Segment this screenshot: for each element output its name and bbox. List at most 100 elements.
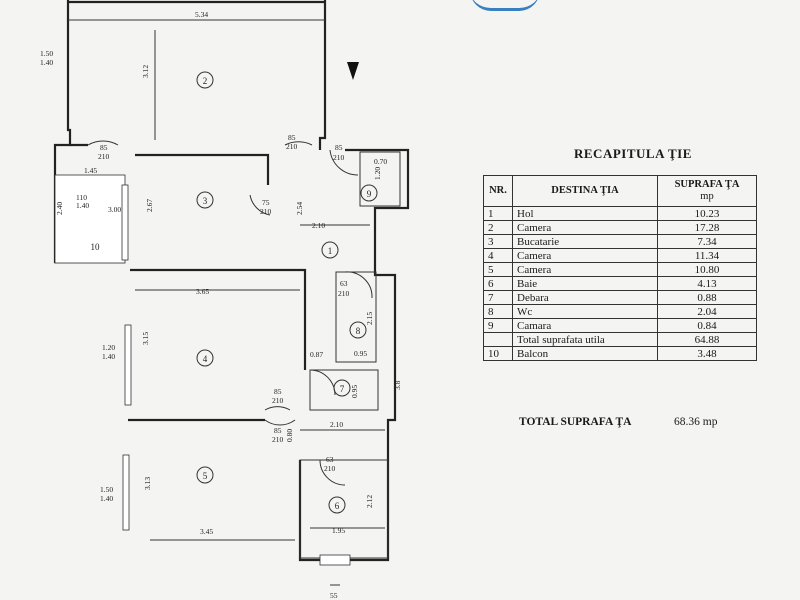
room-number-5: 5 — [203, 471, 208, 481]
dim-label: 85 — [274, 387, 282, 396]
room-marker — [196, 191, 214, 209]
dim-label: 55 — [330, 591, 338, 600]
dim-label: 1.40 — [102, 352, 115, 361]
room-number-4: 4 — [203, 354, 208, 364]
dim-label: 210 — [260, 207, 272, 216]
room-marker — [321, 241, 339, 259]
recap-header-row: NR. DESTINA ŢIA SUPRAFA ŢA mp — [483, 175, 757, 207]
row-nr: 9 — [483, 318, 513, 333]
window — [121, 184, 129, 261]
dim-label: 1.20 — [373, 167, 382, 180]
dim-label: 5.34 — [195, 10, 208, 19]
dim-label: 2.40 — [55, 202, 64, 215]
dim-label: 210 — [272, 396, 284, 405]
dim-label: 75 — [262, 198, 270, 207]
row-destinatie: Camera — [512, 248, 658, 263]
row-suprafata: 17.28 — [657, 220, 757, 235]
dim-label: 1.95 — [332, 526, 345, 535]
dim-label: 1.50 — [40, 49, 53, 58]
wall-room7 — [309, 369, 379, 411]
door-arc — [329, 149, 359, 176]
dim-label: 1.20 — [102, 343, 115, 352]
row-suprafata: 10.80 — [657, 262, 757, 277]
total-label: TOTAL SUPRAFA ŢA — [519, 416, 632, 428]
row-suprafata: 7.34 — [657, 234, 757, 249]
dim-label: 3.8 — [393, 380, 402, 390]
stamp-logo-fragment — [470, 0, 540, 11]
subtotal-value: 64.88 — [657, 332, 757, 347]
room-number-2: 2 — [203, 76, 208, 86]
dim-label: 1.50 — [100, 485, 113, 494]
room-number-8: 8 — [356, 326, 361, 336]
dim-label: 3.45 — [200, 527, 213, 536]
dim-label: 2.54 — [295, 202, 304, 215]
header-destinatie: DESTINA ŢIA — [512, 175, 658, 207]
room-marker — [196, 466, 214, 484]
dim-label: 85 — [288, 133, 296, 142]
room-number-7: 7 — [340, 384, 345, 394]
row-nr: 7 — [483, 290, 513, 305]
door-arc — [344, 271, 373, 299]
recap-title: RECAPITULA ŢIE — [574, 146, 692, 161]
dim-label: 2.10 — [330, 420, 343, 429]
row-suprafata: 0.88 — [657, 290, 757, 305]
dim-label: 2.10 — [312, 221, 325, 230]
dim-label: 210 — [338, 289, 350, 298]
plan-walls — [53, 0, 410, 586]
row-suprafata: 0.84 — [657, 318, 757, 333]
dim-label: 85 — [100, 143, 108, 152]
wall-room8 — [335, 271, 377, 363]
dim-label: 63 — [340, 279, 348, 288]
dim-label: 110 — [76, 193, 87, 202]
door-arc — [319, 459, 346, 486]
dim-label: 210 — [98, 152, 110, 161]
row-suprafata: 10.23 — [657, 206, 757, 221]
dim-label: 1.45 — [84, 166, 97, 175]
room-number-1: 1 — [328, 246, 333, 256]
entrance-arrow-icon — [347, 62, 359, 80]
wall-room2-right — [318, 0, 327, 150]
dimension-labels: 5.34 3.12 1.50 1.40 85 210 85 210 85 210… — [40, 10, 402, 600]
balcon-label: Balcon — [512, 346, 658, 361]
room-marker — [328, 496, 346, 514]
dim-label: 0.80 — [285, 429, 294, 442]
dim-label: 3.65 — [196, 287, 209, 296]
row-destinatie: Hol — [512, 206, 658, 221]
row-nr: 2 — [483, 220, 513, 235]
room-number-10: 10 — [91, 242, 101, 252]
header-unit: mp — [700, 191, 714, 202]
room-marker — [349, 321, 367, 339]
row-destinatie: Debara — [512, 290, 658, 305]
room-number-3: 3 — [203, 196, 208, 206]
header-suprafata: SUPRAFA ŢA mp — [657, 175, 757, 207]
row-nr: 5 — [483, 262, 513, 277]
door-arc — [264, 406, 291, 411]
dim-label: 0.87 — [310, 350, 323, 359]
wall-room4 — [130, 268, 307, 370]
door-arc — [284, 141, 313, 146]
dim-label: 3.00 — [108, 205, 121, 214]
room-marker — [196, 71, 214, 89]
dim-label: 2.15 — [365, 312, 374, 325]
row-destinatie: Bucatarie — [512, 234, 658, 249]
balcon-value: 3.48 — [657, 346, 757, 361]
row-destinatie: Wc — [512, 304, 658, 319]
dim-label: 210 — [333, 153, 345, 162]
dim-label: 210 — [272, 435, 284, 444]
window — [124, 324, 132, 406]
room-number-6: 6 — [335, 501, 340, 511]
row-nr: 1 — [483, 206, 513, 221]
row-nr: 6 — [483, 276, 513, 291]
dim-label: 3.13 — [143, 477, 152, 490]
room-markers — [196, 71, 378, 514]
